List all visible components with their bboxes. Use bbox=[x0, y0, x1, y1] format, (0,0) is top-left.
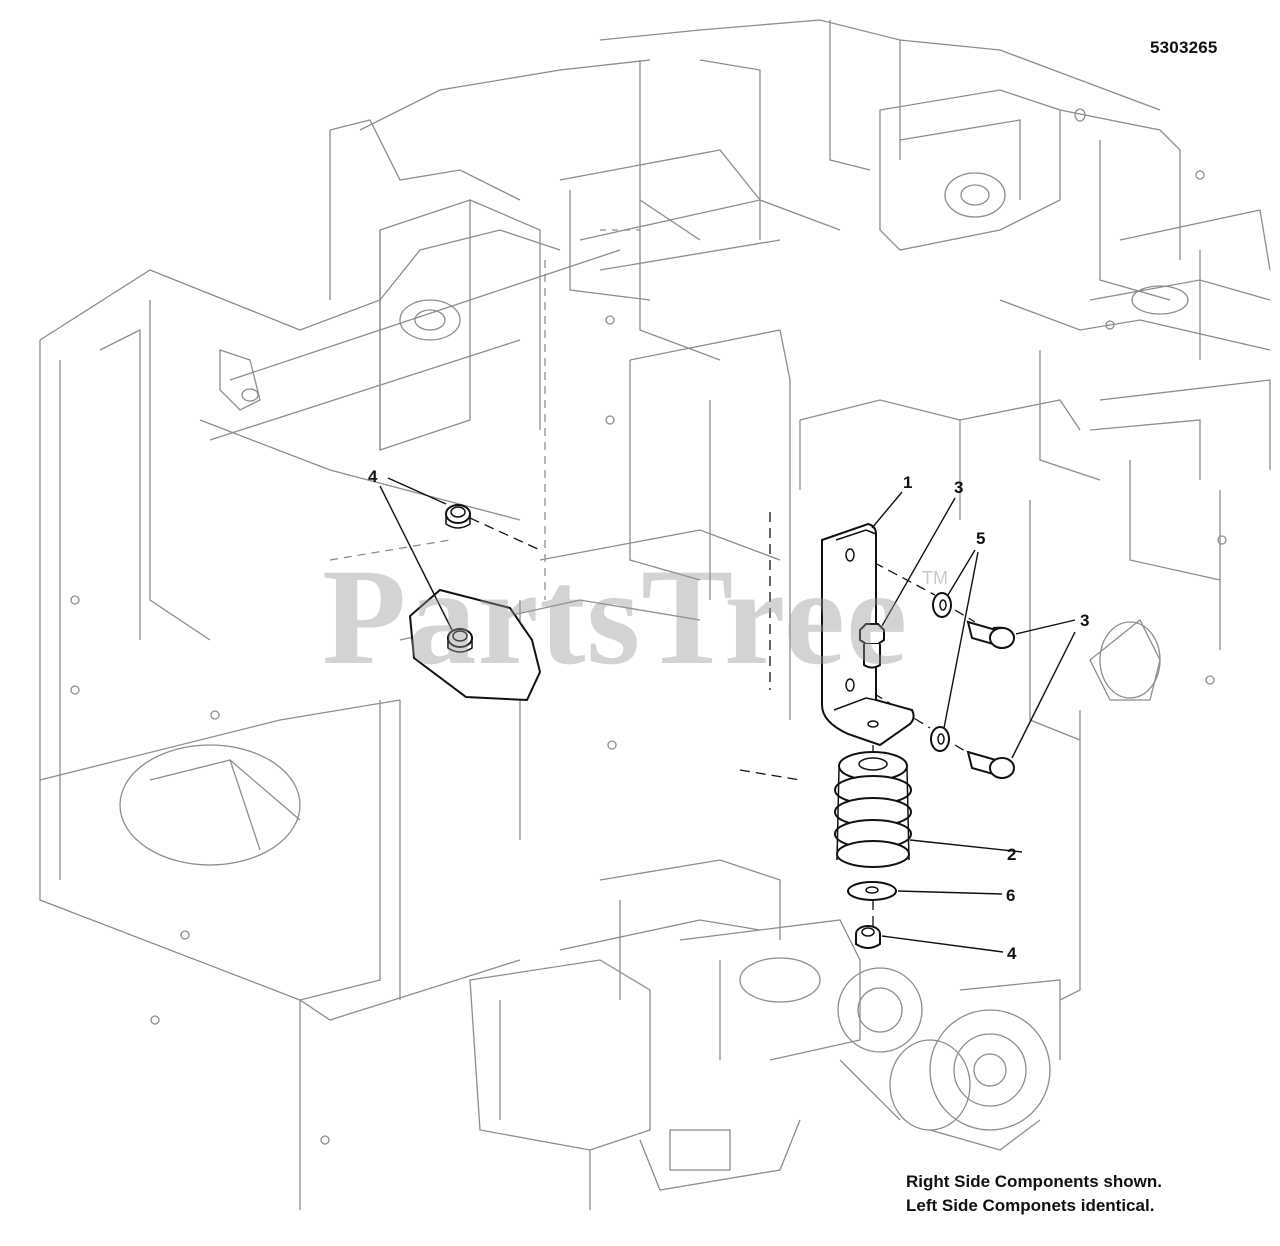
trademark-mark: TM bbox=[922, 568, 948, 588]
callout-3-top: 3 bbox=[954, 478, 963, 497]
callout-numbers: 4 1 3 5 3 2 6 4 bbox=[368, 467, 1089, 963]
callout-5: 5 bbox=[976, 529, 985, 548]
callout-4-lower: 4 bbox=[1007, 944, 1017, 963]
part-2-spring[interactable] bbox=[834, 751, 912, 868]
components-note: Right Side Components shown. Left Side C… bbox=[906, 1170, 1162, 1218]
callout-2: 2 bbox=[1007, 845, 1016, 864]
diagram-number: 5303265 bbox=[1150, 38, 1218, 57]
part-3-bolt-lower[interactable] bbox=[966, 750, 1015, 779]
part-3-bolt-vertical[interactable] bbox=[859, 623, 885, 669]
part-4-grommet-lower[interactable] bbox=[855, 925, 881, 949]
note-line-2: Left Side Componets identical. bbox=[906, 1196, 1155, 1215]
mount-plate-with-grommet[interactable] bbox=[408, 588, 542, 702]
callout-leaders bbox=[379, 477, 1076, 953]
partstree-watermark: PartsTree bbox=[322, 540, 909, 693]
part-6-flat-washer[interactable] bbox=[847, 881, 897, 901]
callout-6: 6 bbox=[1006, 886, 1015, 905]
part-3-bolt-upper[interactable] bbox=[966, 620, 1016, 650]
note-line-1: Right Side Components shown. bbox=[906, 1172, 1162, 1191]
callout-4-upper: 4 bbox=[368, 467, 378, 486]
chassis-frame-background bbox=[39, 19, 1271, 1210]
callout-1: 1 bbox=[903, 473, 912, 492]
part-5-washer-upper[interactable] bbox=[932, 592, 952, 618]
part-4-grommet-upper[interactable] bbox=[445, 504, 471, 529]
part-5-washer-lower[interactable] bbox=[930, 726, 950, 752]
callout-3-right: 3 bbox=[1080, 611, 1089, 630]
